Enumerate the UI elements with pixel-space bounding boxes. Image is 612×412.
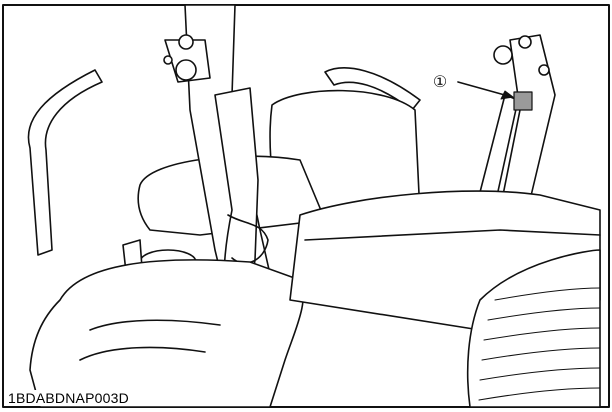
- hood-top-edge: [304, 229, 601, 241]
- figure-frame: [2, 4, 610, 408]
- knob-icon: [175, 59, 197, 81]
- callout-number: ①: [433, 74, 447, 91]
- callout-arrowhead: [500, 90, 514, 100]
- bolt-icon: [518, 35, 532, 49]
- grille-pattern: [478, 287, 601, 401]
- figure-reference-code: 1BDABDNAP003D: [6, 390, 131, 406]
- front-cowl: [29, 259, 305, 408]
- cowl-contour: [79, 346, 206, 361]
- bolt-icon: [163, 55, 173, 65]
- bolt-icon: [178, 34, 194, 50]
- label-decal: [513, 91, 533, 111]
- left-rail: [27, 69, 103, 256]
- knob-icon: [493, 45, 513, 65]
- cowl-contour: [89, 319, 221, 331]
- fender-rail: [324, 67, 421, 111]
- bolt-icon: [538, 64, 550, 76]
